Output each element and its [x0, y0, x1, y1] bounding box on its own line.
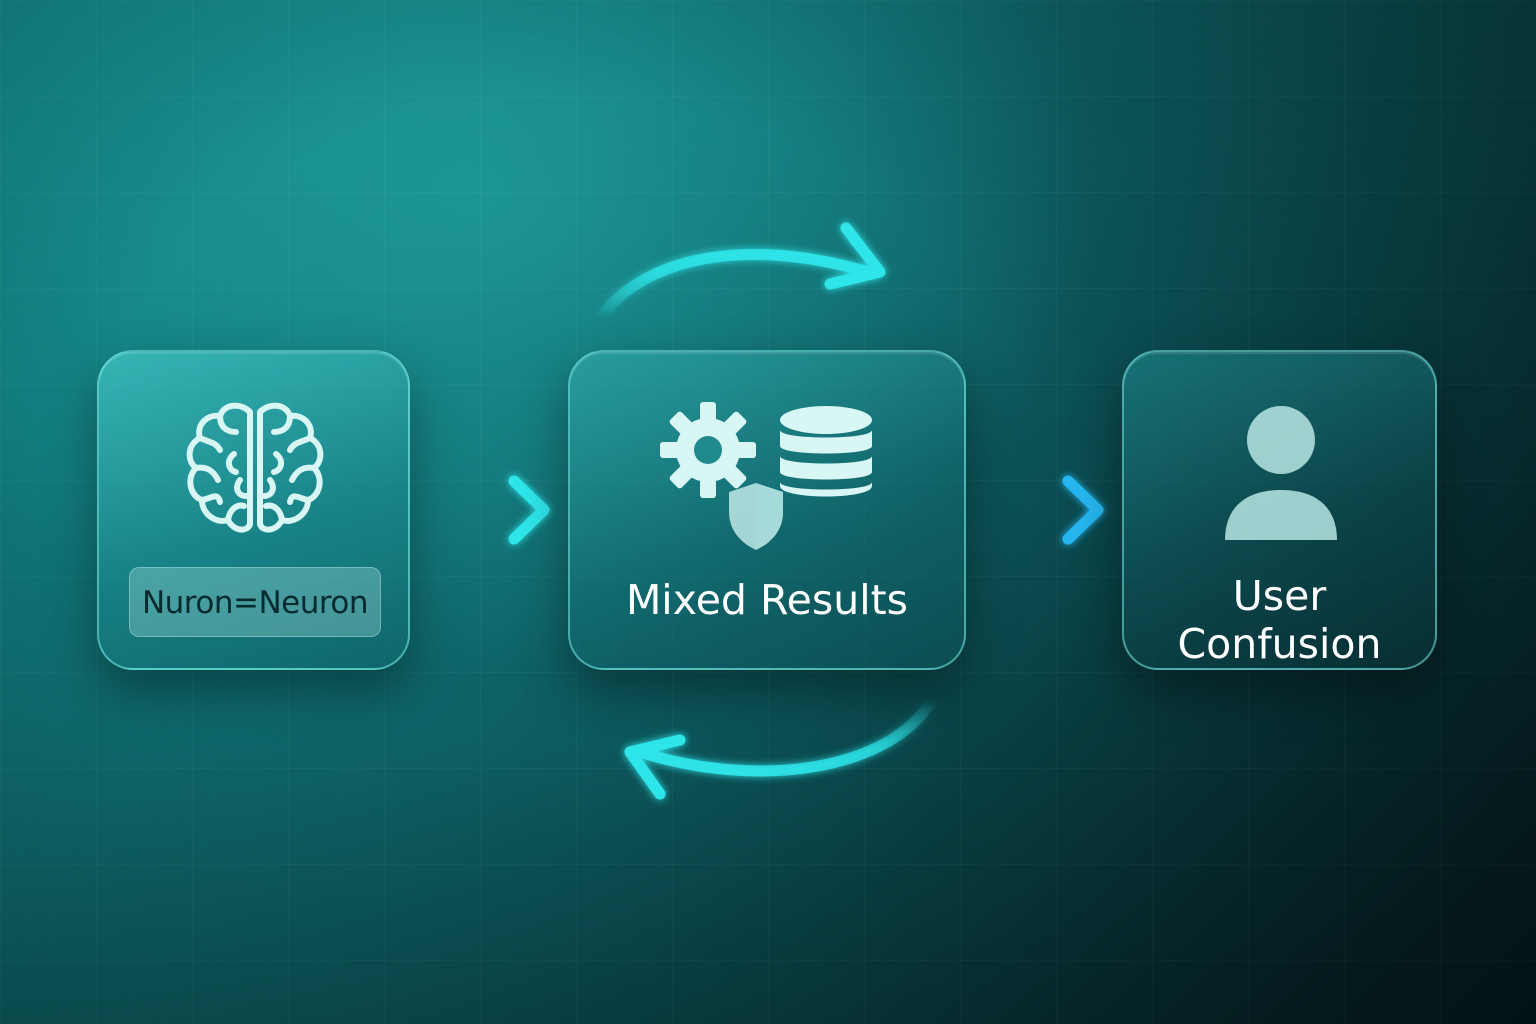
node-source-label: Nuron=Neuron	[129, 567, 381, 637]
node-outcome-label-line-2: Confusion	[1177, 620, 1382, 668]
arrow-process-to-outcome	[969, 475, 1104, 545]
cycle-arrow-top	[594, 222, 886, 324]
arrow-source-to-process	[409, 475, 550, 545]
node-source: Nuron=Neuron	[97, 350, 410, 670]
brain-icon	[186, 402, 324, 533]
node-outcome-label-line-1: User	[1232, 572, 1327, 620]
shield-icon	[729, 483, 783, 550]
user-icon	[1225, 406, 1337, 540]
node-outcome: User Confusion	[1122, 350, 1437, 670]
node-process: Mixed Results	[568, 350, 966, 670]
database-icon	[780, 406, 872, 497]
cycle-arrow-bottom	[624, 694, 938, 800]
node-outcome-label: User Confusion	[1124, 572, 1435, 668]
node-process-label: Mixed Results	[625, 576, 909, 624]
gear-icon	[660, 402, 756, 498]
